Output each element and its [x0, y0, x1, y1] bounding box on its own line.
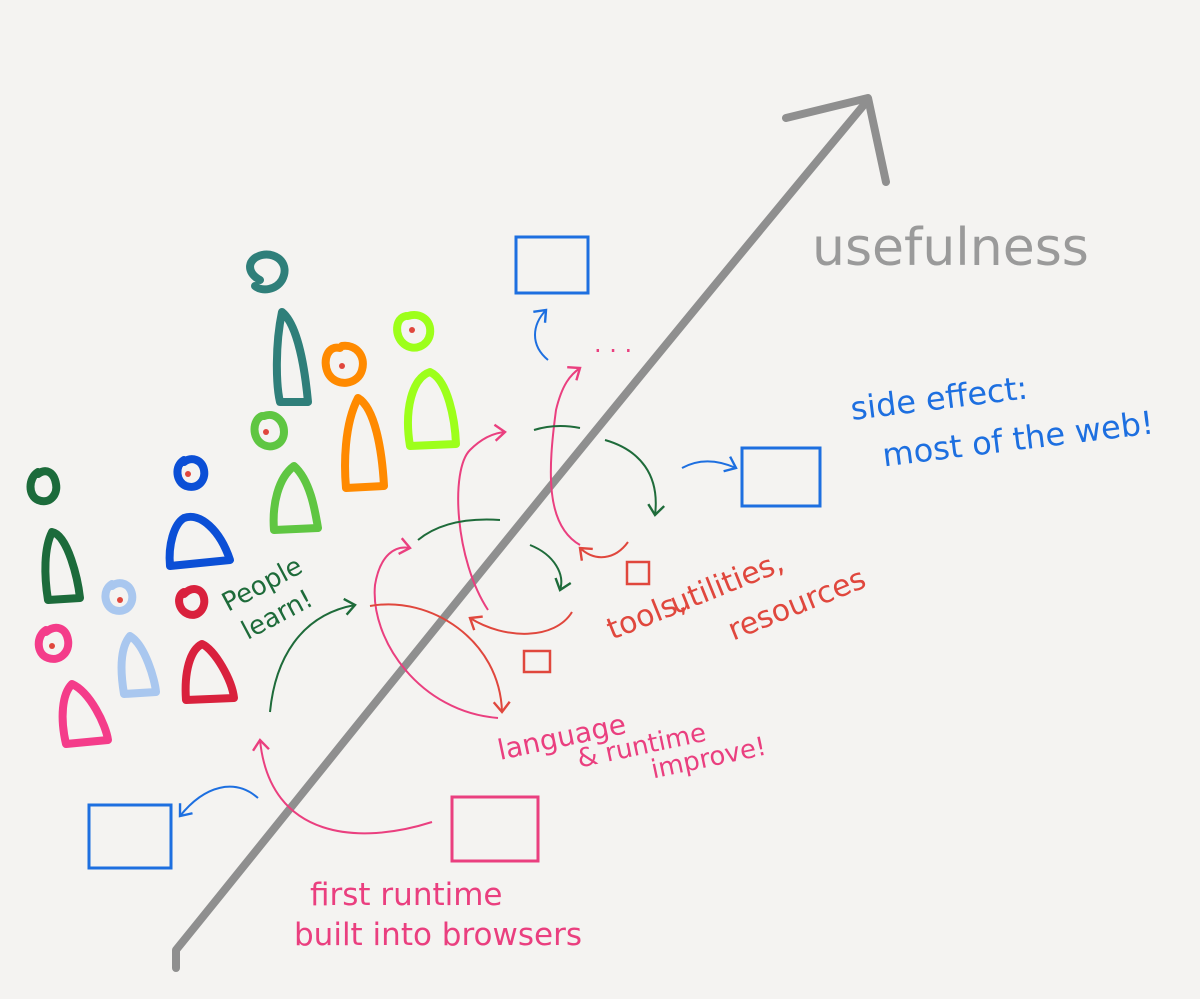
result-box-right — [740, 446, 822, 508]
person-icon — [165, 455, 234, 570]
arrow-runtime-to-people — [252, 738, 433, 835]
result-box-top — [514, 235, 590, 295]
person-icon — [34, 623, 112, 748]
arrow-people-to-language — [369, 603, 511, 714]
green-arrows — [269, 424, 666, 713]
first-runtime-label-line2: built into browsers — [294, 917, 582, 953]
arrow-tools-return — [578, 541, 629, 561]
person-icon — [26, 467, 84, 604]
person-icon — [321, 341, 388, 492]
usefulness-axis — [172, 94, 890, 972]
arrow-up-loop — [457, 423, 507, 611]
person-icon — [101, 579, 160, 698]
arrow-to-ellipsis — [549, 365, 582, 546]
arrow-top-stroke — [533, 424, 581, 431]
ellipsis-label: . . . — [594, 330, 632, 358]
arrow-to-top-box — [533, 308, 549, 361]
first-runtime-label-line1: first runtime — [310, 877, 503, 913]
arrow-tools-loop — [468, 611, 573, 635]
side-effect-label-line1: side effect: — [848, 369, 1029, 428]
arrow-to-bottom-left-box — [178, 785, 259, 818]
person-icon — [246, 250, 312, 406]
tool-box-1 — [625, 560, 651, 586]
arrow-down-cycle — [529, 544, 572, 592]
arrow-right-cycle — [604, 439, 666, 517]
pink-cycle-arrows — [252, 365, 582, 835]
arrow-top-line — [417, 518, 501, 541]
person-icon — [250, 411, 322, 534]
person-icon — [393, 311, 460, 450]
result-box-bottom-left — [87, 803, 173, 870]
arrow-learn-loop — [269, 597, 357, 713]
first-runtime-box — [450, 795, 540, 863]
red-arrows — [369, 541, 629, 714]
arrow-language-loop — [373, 537, 499, 719]
tool-box-2 — [522, 649, 552, 674]
axis-label: usefulness — [812, 218, 1089, 278]
person-icon — [175, 585, 238, 704]
arrow-to-right-box — [681, 456, 738, 473]
